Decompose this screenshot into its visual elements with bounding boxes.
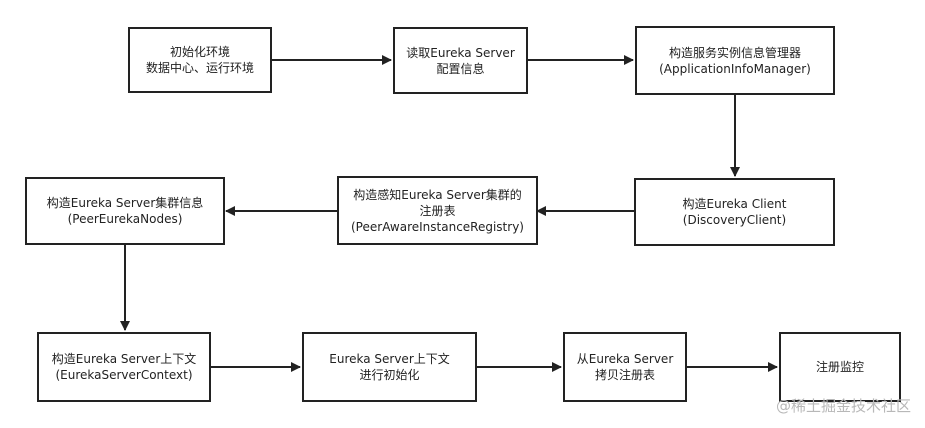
node-read-config: 读取Eureka Server 配置信息 <box>393 27 528 94</box>
node-peer-eureka-nodes: 构造Eureka Server集群信息 (PeerEurekaNodes) <box>25 177 225 245</box>
node-eureka-server-context: 构造Eureka Server上下文 (EurekaServerContext) <box>37 332 211 402</box>
node-application-info-manager: 构造服务实例信息管理器 (ApplicationInfoManager) <box>635 26 835 95</box>
node-context-initialize: Eureka Server上下文 进行初始化 <box>302 332 477 402</box>
node-copy-registry: 从Eureka Server 拷贝注册表 <box>563 332 687 402</box>
node-eureka-client: 构造Eureka Client (DiscoveryClient) <box>634 178 835 246</box>
node-peer-aware-registry: 构造感知Eureka Server集群的 注册表 (PeerAwareInsta… <box>337 176 538 245</box>
watermark: @稀土掘金技术社区 <box>775 397 911 415</box>
node-register-monitor: 注册监控 <box>779 332 901 402</box>
node-init-environment: 初始化环境 数据中心、运行环境 <box>128 27 272 93</box>
